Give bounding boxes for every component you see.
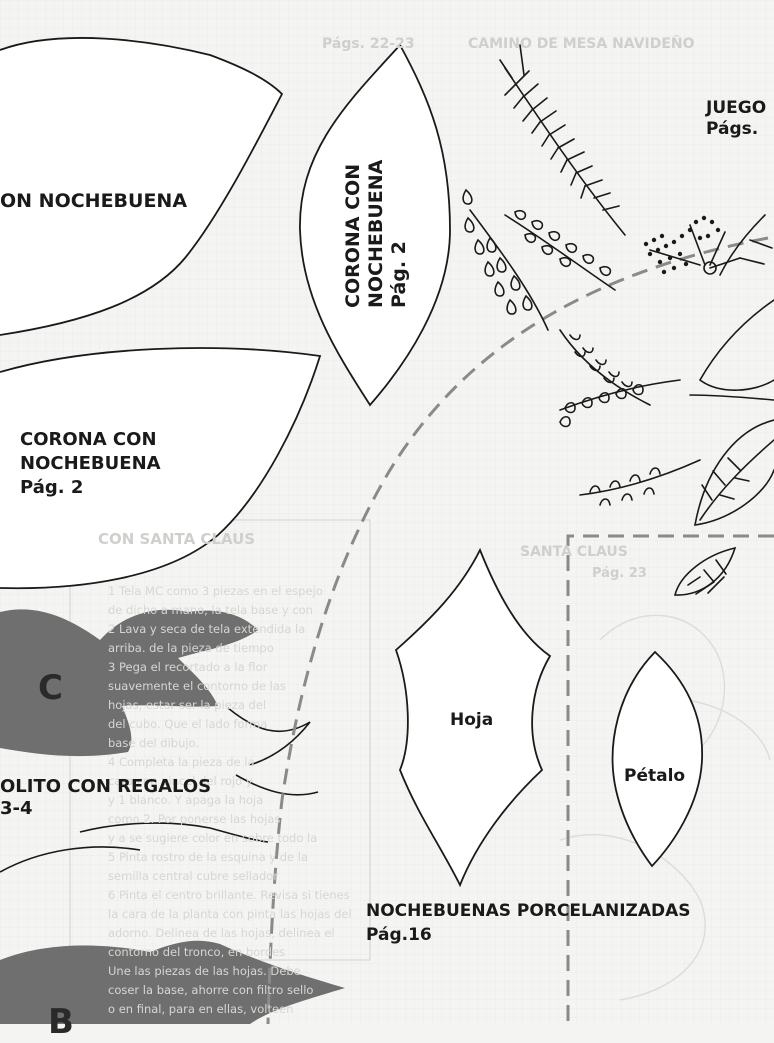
dashed-box (566, 534, 774, 1024)
ghost-instruction-line: y a se sugiere color en sobre todo la (108, 831, 318, 845)
ghost-instruction-line: contorno del tronco, en bordes (108, 945, 286, 959)
botanical-illustration (462, 44, 774, 596)
petal-shape (611, 650, 703, 868)
ghost-instruction-line: Une las piezas de las hojas. Debe (108, 964, 301, 978)
petalo-label: Pétalo (624, 766, 686, 786)
corona-mid-line-3: Pág. 2 (20, 476, 84, 498)
ghost-header-pages: Págs. 22-23 (322, 36, 415, 52)
ghost-instructions: 1 Tela MC como 3 piezas en el espejo de d… (108, 582, 388, 1019)
juego-line-2: Págs. (706, 118, 759, 139)
ghost-instruction-line: 2 Lava y seca de tela extendida la (108, 622, 306, 636)
corona-mid-line-1: CORONA CON (20, 429, 157, 450)
ghost-instruction-line: arriba. de la pieza de tiempo (108, 641, 274, 655)
arbolito-line-1: OLITO CON REGALOS (0, 776, 212, 797)
corona-mid-shape (0, 347, 322, 590)
ghost-header-title: CAMINO DE MESA NAVIDEÑO (468, 36, 695, 52)
corona-vertical-label: CORONA CON NOCHEBUENA Pág. 2 (342, 160, 412, 308)
ghost-instruction-line: 1 Tela MC como 3 piezas en el espejo (108, 584, 323, 598)
ghost-instruction-line: 6 Pinta el centro brillante. Revisa si t… (108, 888, 350, 902)
arbolito-label: OLITO CON REGALOS 3-4 (0, 776, 211, 820)
ghost-instruction-line: hojas, estar ser la pieza del (108, 698, 267, 712)
ghost-instruction-line: semilla central cubre sellador (108, 869, 279, 883)
ghost-instruction-line: adorno. Delinea de las hojas, delinea el (108, 926, 335, 940)
ghost-santa-page: Pág. 23 (592, 566, 647, 581)
juego-line-1: JUEGO (706, 98, 767, 118)
corona-leaf-vertical (299, 43, 451, 407)
corona-vertical-line-1: CORONA CON (342, 163, 364, 308)
ghost-instruction-line: coser la base, ahorre con filtro sello (108, 983, 314, 997)
ghost-santa-label: SANTA CLAUS (520, 544, 628, 560)
ghost-instruction-line: 3 Pega el recortado a la flor (108, 660, 268, 674)
hoja-label: Hoja (450, 710, 494, 730)
seed-dots (643, 215, 721, 275)
tree-outline-steps (0, 707, 319, 873)
ghost-instruction-line: de dicho a mano, la tela base y con (108, 603, 313, 617)
ghost-santa-box-title: CON SANTA CLAUS (98, 530, 256, 548)
ghost-instruction-line: del cubo. Que el lado forma (108, 717, 268, 731)
ghost-instruction-line: suavemente el contorno de las (108, 679, 286, 693)
ghost-instruction-line: como 2. Por ponerse las hojas (108, 812, 281, 826)
corona-vertical-line-3: Pág. 2 (388, 241, 411, 308)
ghost-instruction-line: 5 Pinta rostro de la esquina y de la (108, 850, 309, 864)
ghost-instruction-line: o en final, para en ellas, volteen (108, 1002, 294, 1016)
letter-b: B (48, 1002, 74, 1042)
arbolito-line-2: 3-4 (0, 797, 33, 819)
corona-mid-line-2: NOCHEBUENA (20, 452, 161, 474)
corona-top-label: ON NOCHEBUENA (0, 190, 188, 212)
tree-shape-c (0, 609, 258, 757)
tree-shape-b (0, 940, 345, 1024)
corona-top-shape (0, 37, 284, 336)
letter-c: C (38, 668, 63, 708)
juego-label: JUEGO Págs. (706, 98, 766, 139)
ghost-instruction-line: base del dibujo. (108, 736, 200, 750)
dashed-arc (266, 236, 769, 1024)
ghost-instruction-line: 4 Completa la pieza de la (108, 755, 255, 769)
corona-mid-label: CORONA CON NOCHEBUENA Pág. 2 (20, 428, 161, 500)
nochebuenas-label: NOCHEBUENAS PORCELANIZADAS Pág.16 (366, 900, 691, 948)
corona-vertical-line-2: NOCHEBUENA (365, 159, 388, 308)
holly-leaf-shape (394, 547, 552, 888)
nochebuenas-line-2: Pág.16 (366, 924, 432, 945)
nochebuenas-line-1: NOCHEBUENAS PORCELANIZADAS (366, 901, 691, 921)
ghost-instruction-line: la cara de la planta con pinta las hojas… (108, 907, 352, 921)
ghost-instruction-line: cara con pincel del rojo y (108, 774, 253, 788)
ghost-instruction-line: y 1 blanco. Y apaga la hoja (108, 793, 264, 807)
